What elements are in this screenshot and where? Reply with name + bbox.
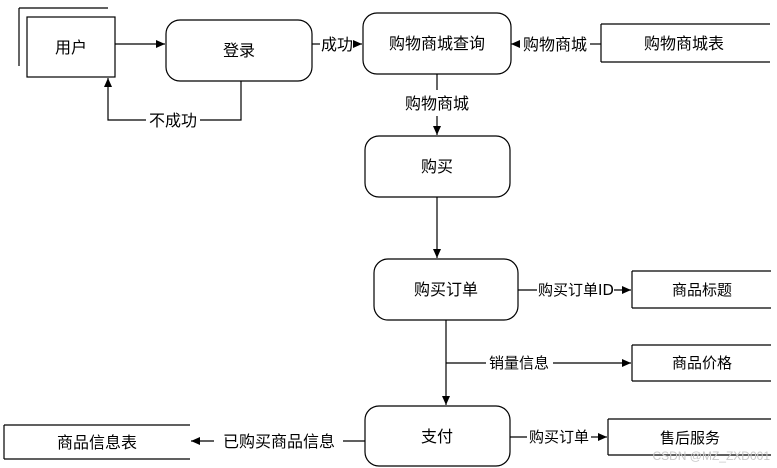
edge-sales-label: 销量信息 [489, 354, 549, 372]
buy-label: 购买 [421, 157, 453, 176]
pay-label: 支付 [421, 427, 453, 446]
edge-login-fail-right [200, 81, 242, 121]
product-info-label: 商品信息表 [57, 433, 137, 452]
shop-table-store: 购物商城表 [600, 23, 770, 63]
edge-shop-mall-in-label: 购物商城 [523, 35, 587, 54]
product-price-store: 商品价格 [631, 344, 771, 382]
product-title-store: 商品标题 [631, 270, 771, 309]
edge-purchased-info-label: 已购买商品信息 [223, 432, 335, 451]
watermark: CSDN @MZ_ZXD001 [652, 449, 770, 463]
shop-query-process: 购物商城查询 [362, 12, 512, 75]
shop-query-label: 购物商城查询 [389, 34, 485, 53]
login-box [165, 19, 313, 82]
user-box [26, 16, 116, 78]
product-title-label: 商品标题 [672, 281, 732, 299]
pay-process: 支付 [364, 405, 511, 467]
edge-login-fail-left [104, 78, 146, 121]
product-info-store: 商品信息表 [3, 424, 190, 460]
buy-process: 购买 [364, 135, 511, 198]
after-sale-label: 售后服务 [660, 429, 720, 447]
buy-order-label: 购买订单 [414, 280, 478, 299]
edge-shop-mall-down-label: 购物商城 [405, 94, 469, 113]
edge-order-label: 购买订单 [529, 428, 589, 446]
shop-table-label: 购物商城表 [644, 34, 724, 53]
edge-fail-label: 不成功 [149, 111, 197, 130]
login-label: 登录 [223, 41, 255, 60]
buy-order-process: 购买订单 [373, 258, 519, 321]
product-price-label: 商品价格 [672, 354, 732, 372]
edge-success-label: 成功 [321, 35, 353, 54]
user-entity: 用户 [18, 7, 116, 78]
user-label: 用户 [55, 38, 87, 57]
login-process: 登录 [165, 19, 313, 82]
after-sale-store: 售后服务 [607, 418, 771, 456]
edge-order-id-label: 购买订单ID [538, 281, 614, 299]
pay-box [364, 405, 511, 467]
